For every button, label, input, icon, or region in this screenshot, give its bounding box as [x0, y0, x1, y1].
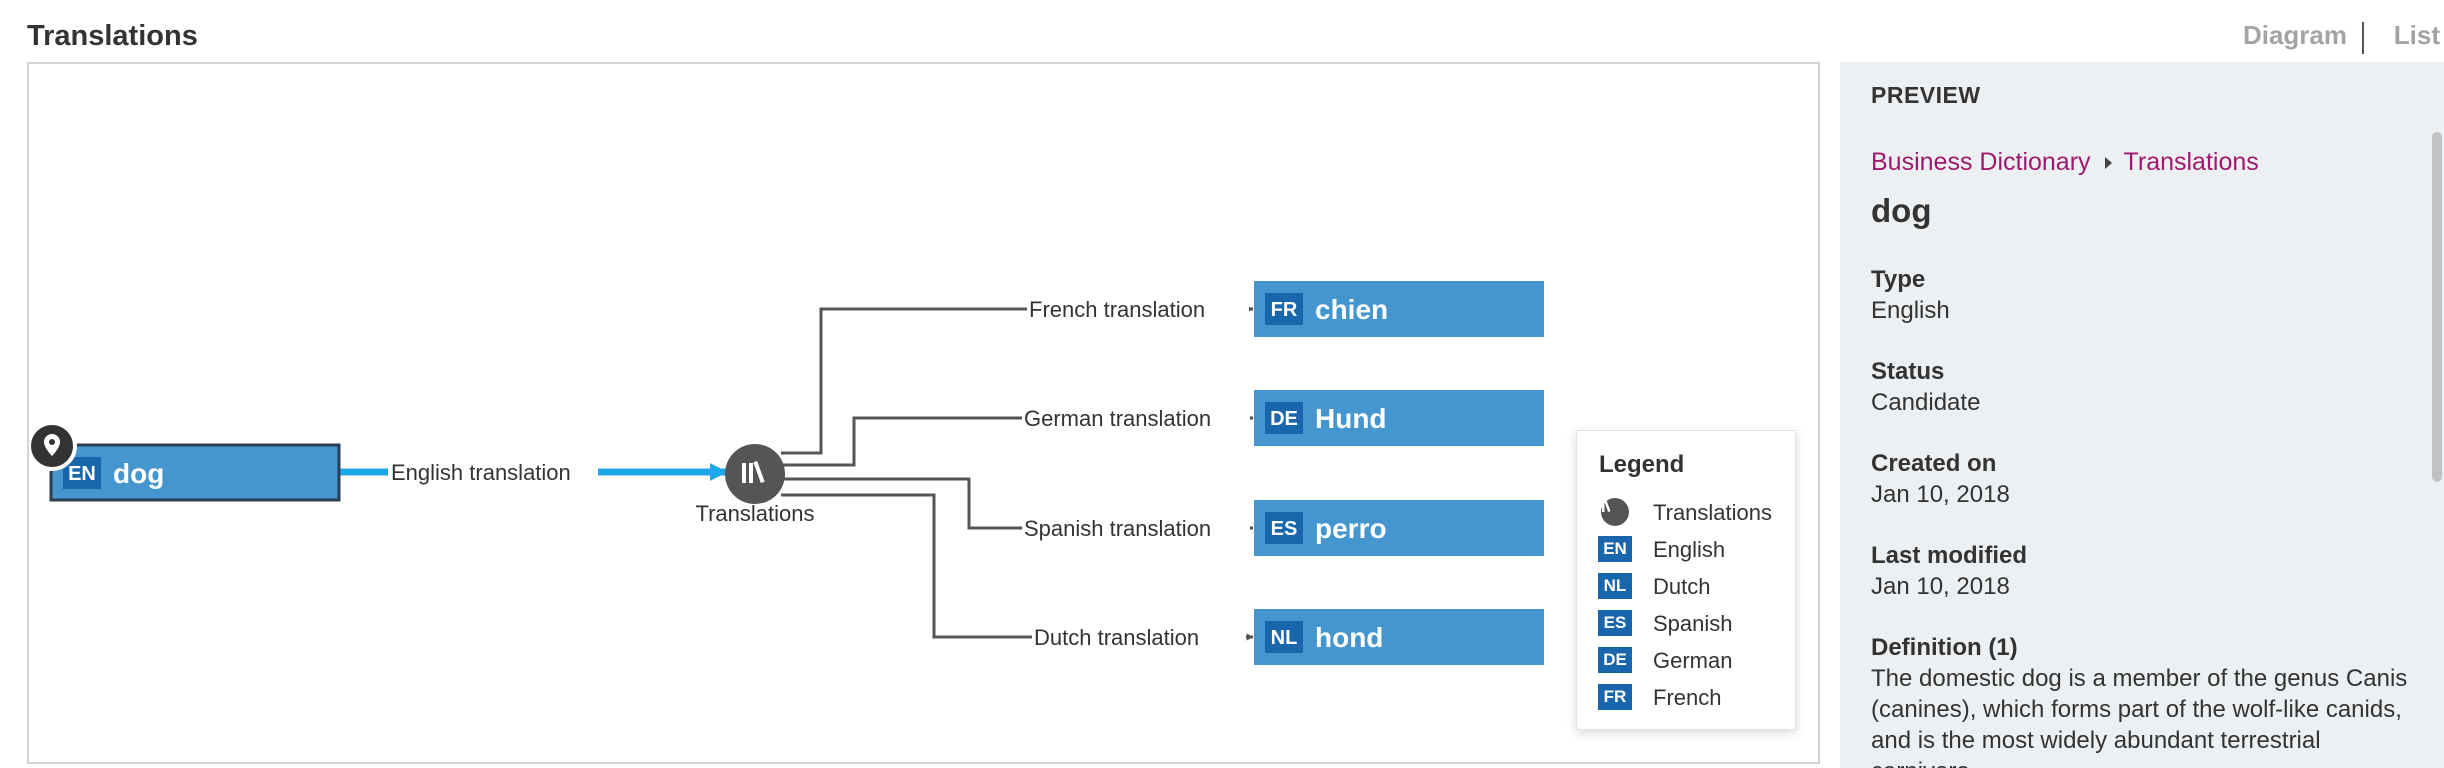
field-label: Definition (1) — [1871, 634, 2018, 661]
legend-item-dutch: NL Dutch — [1597, 569, 1787, 606]
field-type: Type English — [1871, 264, 2391, 326]
target-node-nl[interactable]: NL hond — [1254, 609, 1544, 665]
field-status: Status Candidate — [1871, 356, 2391, 418]
diagram-canvas[interactable]: English translation French translation G… — [27, 62, 1820, 764]
field-value: Jan 10, 2018 — [1871, 481, 2010, 508]
scrollbar-thumb[interactable] — [2432, 132, 2442, 482]
legend-badge-de: DE — [1598, 647, 1632, 673]
translations-hub-icon — [1597, 498, 1633, 526]
source-node-dog[interactable]: EN dog — [49, 443, 341, 502]
legend-title: Legend — [1599, 451, 1685, 478]
breadcrumb-caret-icon — [2104, 157, 2112, 170]
edge-label-german: German translation — [1024, 406, 1211, 431]
legend-item-french: FR French — [1597, 680, 1787, 717]
view-switch-divider — [2362, 22, 2364, 54]
target-lang-badge-fr: FR — [1271, 299, 1298, 321]
legend-item-english: EN English — [1597, 532, 1787, 569]
view-switch: Diagram List — [1844, 20, 2444, 60]
target-term-fr: chien — [1315, 294, 1388, 325]
hub-label: Translations — [695, 501, 814, 526]
legend-item-translations: Translations — [1597, 495, 1787, 532]
legend-badge-fr: FR — [1598, 684, 1632, 710]
target-term-es: perro — [1315, 513, 1387, 544]
field-created-on: Created on Jan 10, 2018 — [1871, 448, 2391, 510]
legend-label: Translations — [1653, 500, 1773, 525]
legend-badge-es: ES — [1598, 610, 1632, 636]
field-last-modified: Last modified Jan 10, 2018 — [1871, 540, 2391, 602]
translations-hub-node[interactable]: Translations — [695, 444, 815, 526]
breadcrumb-translations[interactable]: Translations — [2123, 148, 2259, 176]
legend-label: Dutch — [1653, 574, 1711, 599]
legend-item-german: DE German — [1597, 643, 1787, 680]
definition-text: The domestic dog is a member of the genu… — [1871, 665, 2408, 768]
breadcrumb: Business Dictionary Translations — [1871, 148, 2259, 177]
field-label: Created on — [1871, 450, 1997, 477]
translation-diagram[interactable]: English translation French translation G… — [29, 64, 1820, 764]
preview-heading: PREVIEW — [1871, 82, 1981, 108]
field-definition: Definition (1) The domestic dog is a mem… — [1871, 632, 2411, 768]
target-term-nl: hond — [1315, 622, 1383, 653]
legend-items: Translations EN English NL Dutch ES Span… — [1597, 495, 1787, 717]
field-value: English — [1871, 297, 1950, 324]
edge-labels: English translation French translation G… — [388, 294, 1250, 652]
target-node-es[interactable]: ES perro — [1254, 500, 1544, 556]
breadcrumb-business-dictionary[interactable]: Business Dictionary — [1871, 148, 2091, 176]
field-label: Last modified — [1871, 542, 2028, 569]
view-diagram-tab[interactable]: Diagram — [2242, 20, 2347, 50]
field-label: Status — [1871, 358, 1945, 385]
target-term-de: Hund — [1315, 403, 1387, 434]
target-node-de[interactable]: DE Hund — [1254, 390, 1544, 446]
target-lang-badge-nl: NL — [1271, 627, 1298, 649]
edge-label-french: French translation — [1029, 297, 1205, 322]
legend-label: French — [1653, 685, 1722, 710]
field-value: Candidate — [1871, 389, 1981, 416]
edge-label-dutch: Dutch translation — [1034, 625, 1199, 650]
legend-item-spanish: ES Spanish — [1597, 606, 1787, 643]
page-title: Translations — [27, 20, 198, 52]
field-label: Type — [1871, 266, 1926, 293]
source-term-label: dog — [113, 458, 164, 489]
legend-badge-en: EN — [1598, 536, 1632, 562]
view-list-tab[interactable]: List — [2393, 20, 2440, 50]
preview-term-title: dog — [1871, 192, 1932, 229]
target-node-fr[interactable]: FR chien — [1254, 281, 1544, 337]
source-lang-badge: EN — [68, 463, 96, 485]
legend-panel: Legend Translations EN English NL Dutch … — [1576, 430, 1796, 730]
edge-label-spanish: Spanish translation — [1024, 516, 1211, 541]
location-pin-icon — [29, 421, 77, 471]
preview-scrollbar[interactable] — [2430, 132, 2444, 482]
legend-label: German — [1653, 648, 1733, 673]
target-lang-badge-es: ES — [1271, 518, 1298, 540]
legend-label: English — [1653, 537, 1726, 562]
field-value: Jan 10, 2018 — [1871, 573, 2010, 600]
edge-label-english: English translation — [391, 460, 571, 485]
target-lang-badge-de: DE — [1270, 408, 1298, 430]
legend-badge-nl: NL — [1598, 573, 1632, 599]
legend-label: Spanish — [1653, 611, 1733, 636]
